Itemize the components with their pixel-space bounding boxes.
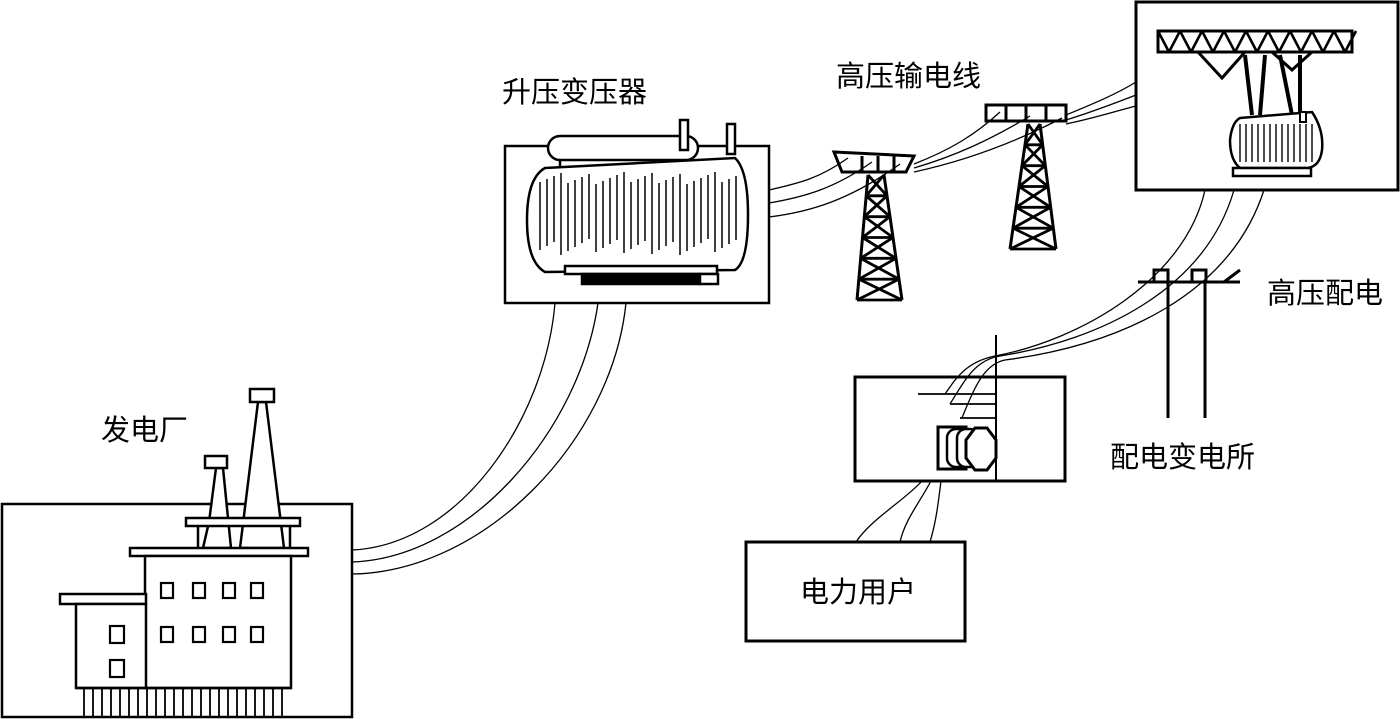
- wire-substation-distribution-2: [949, 189, 1235, 405]
- wire-tower2-substation-2: [1065, 94, 1137, 121]
- transformer-rail: [580, 272, 702, 286]
- cooling-fins: [539, 172, 737, 255]
- power-plant-frame: [0, 502, 354, 719]
- substation-gantry: [1156, 29, 1354, 54]
- hv-substation: [1134, 0, 1400, 192]
- wire-plant-transformer-1: [351, 302, 556, 551]
- distribution-substation: [853, 335, 1067, 483]
- building-base-hatching: [83, 688, 283, 716]
- wire-tower1-tower2-2: [913, 115, 1031, 169]
- chimney-small: [201, 454, 233, 550]
- label-power-plant: 发电厂: [101, 413, 188, 447]
- wire-transformer-tower1-1: [768, 157, 849, 191]
- roof-platform: [184, 516, 302, 528]
- label-transmission-line: 高压输电线: [836, 59, 981, 93]
- building-windows: [108, 581, 265, 679]
- distribution-substation-frame: [853, 375, 1067, 483]
- tower-1-lattice: [856, 174, 903, 302]
- wire-tower1-tower2-1: [913, 111, 1001, 165]
- main-building: [143, 554, 293, 690]
- side-building-roof: [58, 592, 148, 606]
- wire-tower2-substation-1: [1065, 81, 1137, 116]
- wire-tower1-tower2-3: [913, 117, 1063, 173]
- distribution-transformer: [936, 425, 998, 472]
- step-up-transformer: [503, 118, 771, 305]
- wire-distribution-users-2: [899, 480, 932, 543]
- conservator-tank: [546, 134, 700, 162]
- wire-plant-transformer-2: [351, 302, 599, 563]
- label-power-users: 电力用户: [800, 575, 916, 609]
- wire-transformer-tower1-2: [768, 161, 873, 204]
- bushing-2: [725, 122, 737, 156]
- transmission-tower-2: [984, 103, 1068, 251]
- wire-plant-transformer-3: [351, 302, 627, 575]
- wire-substation-distribution-3: [961, 189, 1265, 419]
- label-distribution-substation: 配电变电所: [1110, 440, 1255, 474]
- conductor-lines: [351, 81, 1265, 575]
- power-plant: [0, 387, 354, 719]
- bushing-1: [678, 118, 690, 152]
- power-users-frame: [744, 540, 967, 643]
- wire-substation-distribution-1: [944, 189, 1206, 395]
- hv-substation-frame: [1134, 0, 1400, 192]
- label-hv-distribution: 高压配电: [1267, 276, 1383, 310]
- transmission-tower-1: [831, 150, 917, 302]
- wire-distribution-users-1: [855, 480, 923, 543]
- wire-tower2-substation-3: [1065, 105, 1137, 125]
- tower-2-lattice: [1009, 123, 1057, 251]
- wire-distribution-users-3: [929, 480, 942, 543]
- wire-transformer-tower1-3: [768, 163, 901, 218]
- substation-transformer-fins: [1239, 124, 1313, 162]
- power-users: [744, 540, 967, 643]
- label-step-up-transformer: 升压变压器: [502, 75, 647, 109]
- gantry-truss: [1156, 30, 1358, 53]
